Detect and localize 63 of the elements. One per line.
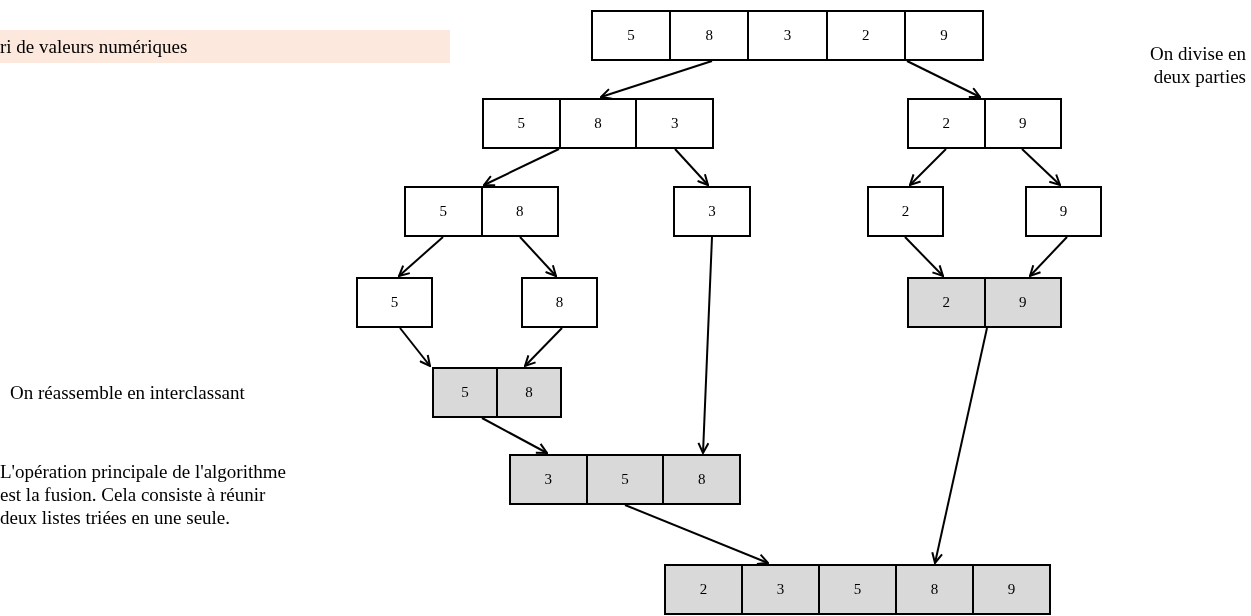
array-cell: 8 bbox=[558, 100, 636, 147]
array-box bbox=[907, 98, 1062, 149]
array-box bbox=[867, 186, 944, 237]
array-cell: 8 bbox=[480, 188, 557, 235]
array-cell: 5 bbox=[585, 456, 663, 503]
array-cell: 9 bbox=[903, 12, 982, 59]
array-cell: 5 bbox=[818, 566, 895, 613]
array-box bbox=[509, 454, 741, 505]
arrow bbox=[909, 148, 947, 186]
arrow bbox=[399, 327, 431, 367]
array-box bbox=[432, 367, 562, 418]
note-text: On réassemble en interclassant bbox=[10, 381, 246, 404]
array-cell-text: 5 bbox=[516, 114, 527, 133]
array-box bbox=[907, 277, 1062, 328]
array-cell: 8 bbox=[669, 12, 748, 59]
arrow bbox=[906, 60, 981, 99]
array-cell-text: 2 bbox=[941, 114, 951, 133]
array-cell-text: 3 bbox=[543, 470, 554, 489]
array-box bbox=[591, 10, 984, 61]
array-cell: 3 bbox=[741, 566, 818, 613]
array-box bbox=[482, 98, 714, 149]
arrow bbox=[1029, 236, 1068, 277]
heading-text: ri de valeurs numériques bbox=[0, 35, 188, 58]
arrow bbox=[481, 417, 548, 454]
array-cell: 2 bbox=[825, 12, 904, 59]
array-cell-text: 2 bbox=[698, 580, 709, 599]
array-box bbox=[664, 564, 1051, 615]
note-text: On divise en deux parties bbox=[1148, 42, 1246, 88]
arrow bbox=[931, 327, 988, 564]
array-cell: 8 bbox=[496, 369, 560, 416]
array-cell-text: 3 bbox=[707, 202, 717, 221]
arrow bbox=[398, 236, 444, 277]
array-cell: 9 bbox=[972, 566, 1049, 613]
array-box bbox=[356, 277, 433, 328]
array-cell-text: 5 bbox=[460, 383, 470, 402]
array-box bbox=[404, 186, 559, 237]
arrow bbox=[904, 236, 944, 277]
arrow bbox=[624, 504, 769, 565]
array-cell: 9 bbox=[983, 100, 1060, 147]
array-cell-text: 2 bbox=[900, 202, 911, 221]
array-cell-text: 8 bbox=[554, 293, 565, 312]
heading-band bbox=[0, 30, 450, 63]
array-cell: 8 bbox=[895, 566, 972, 613]
array-cell: 8 bbox=[662, 456, 739, 503]
array-box bbox=[673, 186, 751, 237]
array-cell-text: 2 bbox=[941, 293, 951, 312]
array-cell: 3 bbox=[635, 100, 712, 147]
array-cell: 9 bbox=[983, 279, 1060, 326]
array-cell: 3 bbox=[747, 12, 826, 59]
array-cell-text: 5 bbox=[389, 293, 400, 312]
array-cell-text: 5 bbox=[626, 26, 636, 45]
arrow bbox=[697, 236, 713, 454]
array-box bbox=[1025, 186, 1102, 237]
array-cell-text: 9 bbox=[1058, 202, 1069, 221]
arrow bbox=[524, 327, 563, 367]
array-box bbox=[521, 277, 598, 328]
arrow bbox=[600, 60, 713, 100]
arrow bbox=[483, 148, 560, 187]
arrow bbox=[519, 236, 557, 277]
arrow bbox=[674, 148, 709, 186]
note-text: L'opération principale de l'algorithme est la fusion. Cela consiste à réunir deux listes triées en une seule. bbox=[0, 460, 287, 529]
arrow bbox=[1021, 148, 1061, 186]
array-cell-text: 5 bbox=[438, 202, 448, 221]
